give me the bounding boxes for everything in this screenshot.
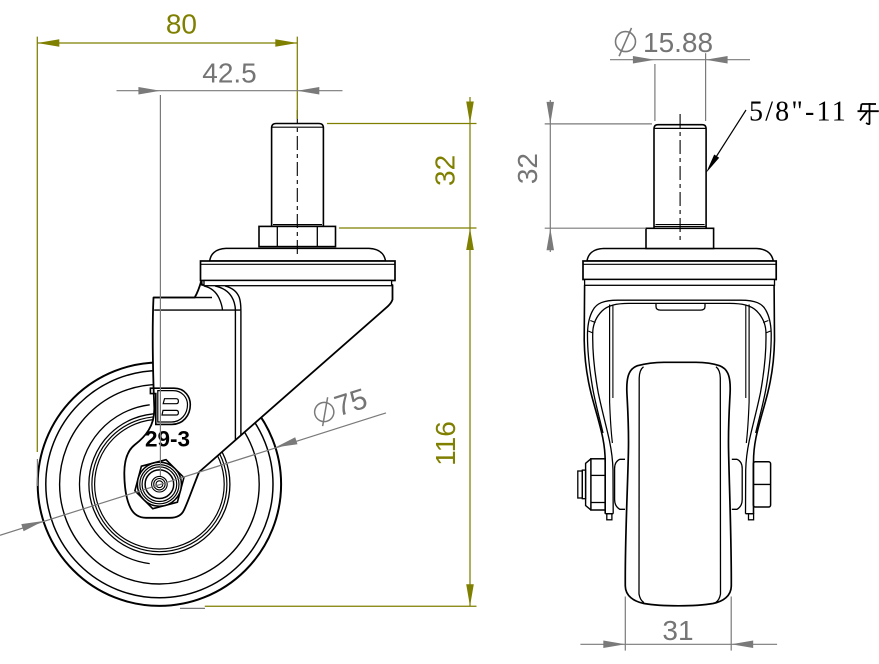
svg-text:42.5: 42.5 bbox=[202, 58, 257, 89]
svg-text:116: 116 bbox=[430, 421, 461, 466]
svg-text:80: 80 bbox=[166, 8, 197, 39]
svg-text:32: 32 bbox=[430, 155, 461, 186]
svg-text:32: 32 bbox=[512, 153, 543, 184]
svg-text:5/8"-11: 5/8"-11 bbox=[749, 97, 848, 128]
svg-text:29-3: 29-3 bbox=[145, 426, 190, 451]
svg-text:31: 31 bbox=[662, 615, 693, 646]
svg-text:15.88: 15.88 bbox=[643, 27, 713, 58]
